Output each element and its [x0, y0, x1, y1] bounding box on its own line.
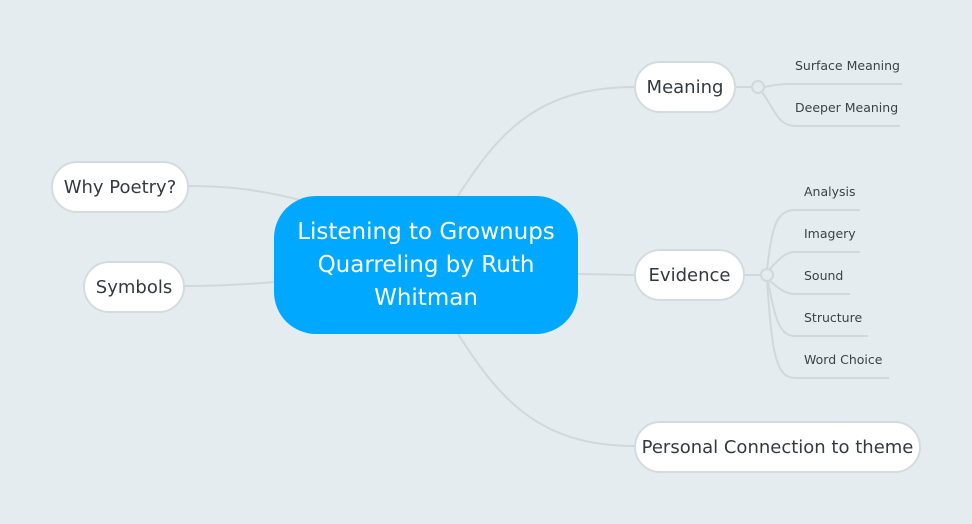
- topic-evidence[interactable]: Evidence: [634, 249, 745, 301]
- topic-why-poetry[interactable]: Why Poetry?: [51, 161, 189, 213]
- central-topic[interactable]: Listening to Grownups Quarreling by Ruth…: [274, 196, 578, 334]
- topic-label: Evidence: [648, 264, 731, 286]
- topic-meaning[interactable]: Meaning: [634, 61, 736, 113]
- topic-personal-connection[interactable]: Personal Connection to theme: [634, 421, 921, 473]
- subtopic-surface-meaning[interactable]: Surface Meaning: [795, 58, 900, 73]
- subtopic-structure[interactable]: Structure: [804, 310, 863, 325]
- topic-label: Personal Connection to theme: [641, 436, 914, 458]
- topic-label: Why Poetry?: [63, 176, 177, 198]
- topic-symbols[interactable]: Symbols: [83, 261, 185, 313]
- central-topic-label: Listening to Grownups Quarreling by Ruth…: [297, 218, 555, 311]
- topic-label: Symbols: [95, 276, 173, 298]
- subtopic-analysis[interactable]: Analysis: [804, 184, 856, 199]
- topic-label: Meaning: [646, 76, 724, 98]
- subtopic-word-choice[interactable]: Word Choice: [804, 352, 883, 367]
- subtopic-sound[interactable]: Sound: [804, 268, 844, 283]
- subtopic-deeper-meaning[interactable]: Deeper Meaning: [795, 100, 899, 115]
- subtopic-imagery[interactable]: Imagery: [804, 226, 856, 241]
